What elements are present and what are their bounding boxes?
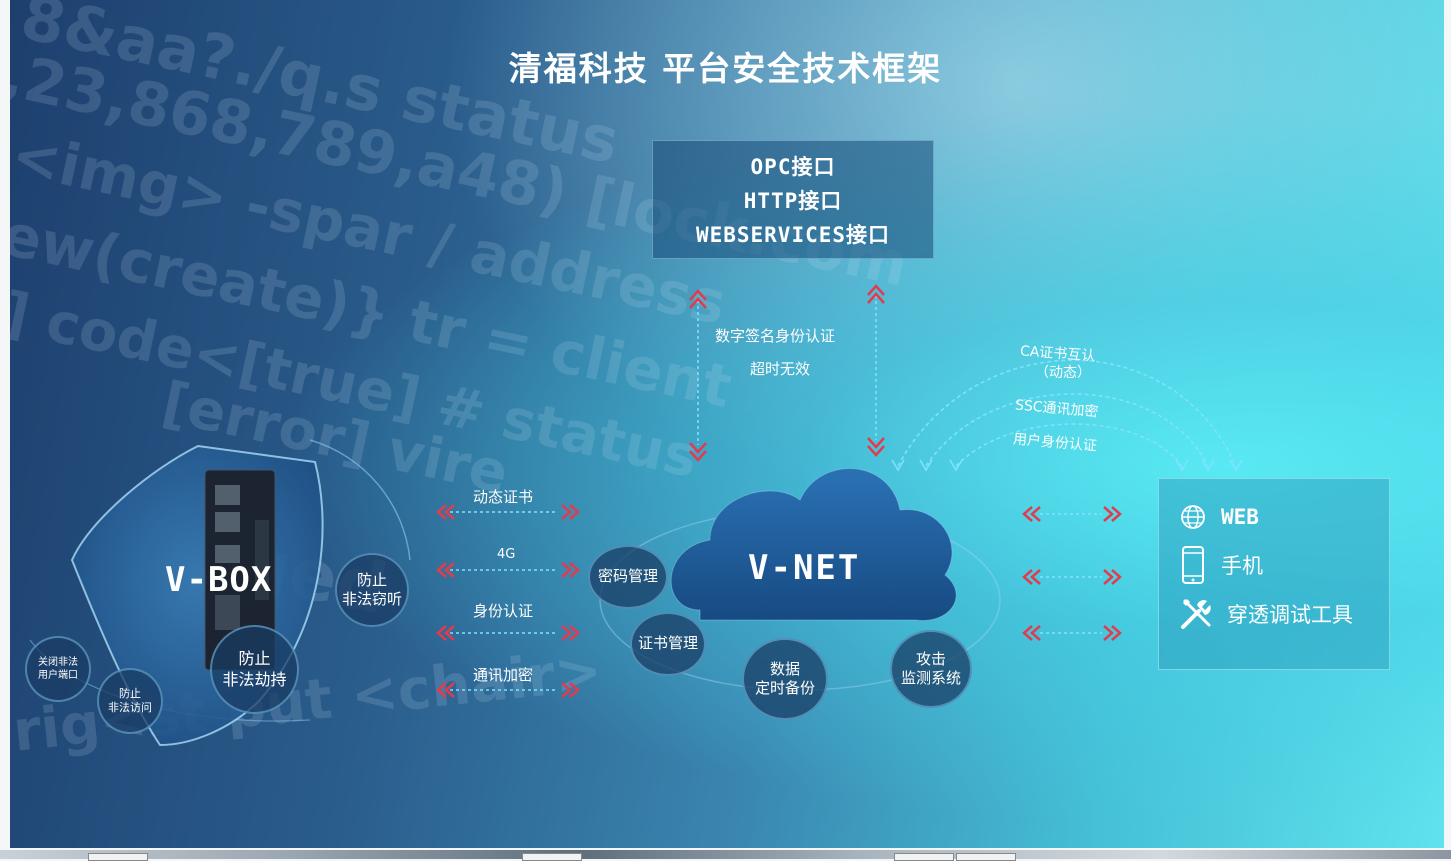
- client-web: WEB: [1179, 503, 1259, 531]
- backup-node: 数据 定时备份: [742, 638, 828, 720]
- password-mgmt-node: 密码管理: [588, 545, 668, 609]
- orbit-arc: [309, 439, 411, 561]
- interface-webservices: WEBSERVICES接口: [695, 222, 891, 247]
- phone-icon: [1182, 546, 1204, 584]
- interface-http: HTTP接口: [743, 188, 843, 213]
- vnet-label: V-NET: [748, 548, 861, 588]
- close-ports-node: 关闭非法 用户端口: [25, 636, 91, 702]
- link-label-encryption: 通讯加密: [473, 666, 534, 684]
- interfaces-box: OPC接口 HTTP接口 WEBSERVICES接口: [652, 140, 934, 259]
- page-title: 清福科技 平台安全技术框架: [508, 49, 943, 88]
- client-phone: 手机: [1179, 545, 1263, 585]
- diagram-canvas: 8&aa?./q.s status ,23,868,789,a48) [lock…: [10, 0, 1444, 848]
- link-label-dynamic-cert: 动态证书: [473, 488, 534, 506]
- signature-auth-label: 数字签名身份认证: [715, 327, 836, 345]
- client-tools: 穿透调试工具: [1179, 597, 1353, 631]
- client-phone-label: 手机: [1221, 554, 1263, 578]
- cert-arcs: [891, 359, 1243, 472]
- bottom-strip: [0, 850, 1451, 861]
- anti-access-node: 防止 非法访问: [97, 668, 163, 734]
- link-label-identity: 身份认证: [473, 602, 534, 620]
- left-arrows: [436, 504, 580, 698]
- tools-icon: [1181, 599, 1211, 629]
- globe-icon: [1181, 505, 1205, 529]
- interface-opc: OPC接口: [750, 154, 836, 179]
- client-web-label: WEB: [1221, 505, 1259, 529]
- cert-mgmt-node: 证书管理: [630, 612, 706, 676]
- client-tools-label: 穿透调试工具: [1227, 603, 1353, 627]
- vnet-cloud: [670, 468, 957, 622]
- vertical-link-right: [867, 284, 885, 457]
- clients-panel: WEB 手机 穿透调试工具: [1158, 478, 1390, 670]
- diagram-graphics: [29, 284, 1243, 747]
- attack-monitor-node: 攻击 监测系统: [890, 630, 972, 708]
- vbox-label: V-BOX: [165, 560, 273, 600]
- ca-cert-sub-label: （动态）: [1035, 365, 1091, 381]
- vertical-link-left: [689, 289, 707, 462]
- link-label-4g: 4G: [497, 547, 516, 562]
- right-arrows: [1022, 506, 1122, 641]
- anti-eavesdrop-node: 防止 非法窃听: [335, 553, 409, 627]
- timeout-label: 超时无效: [750, 360, 811, 378]
- anti-hijack-node: 防止 非法劫持: [210, 625, 299, 714]
